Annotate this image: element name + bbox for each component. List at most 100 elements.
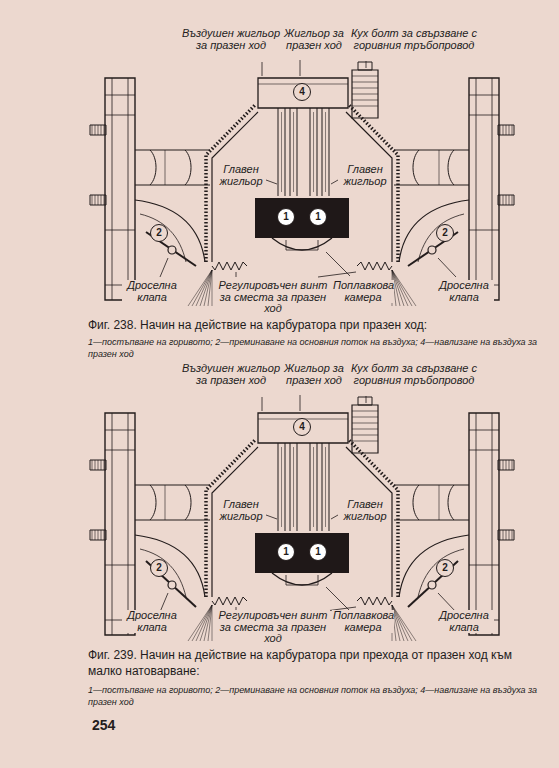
stroke bbox=[196, 270, 212, 306]
stroke bbox=[322, 108, 329, 196]
stroke bbox=[469, 95, 499, 96]
stroke bbox=[503, 195, 504, 205]
part-label: Жигльор за празен ход bbox=[282, 28, 346, 51]
part-label: Поплавкова камера bbox=[332, 610, 394, 633]
stroke bbox=[503, 460, 504, 470]
stroke bbox=[352, 82, 378, 83]
stroke bbox=[318, 272, 356, 277]
stroke bbox=[313, 112, 314, 192]
float-chamber bbox=[255, 198, 349, 238]
stroke bbox=[266, 180, 277, 184]
stroke bbox=[509, 195, 510, 205]
stroke bbox=[509, 125, 510, 135]
callout-number: 1 bbox=[309, 543, 327, 561]
figure-caption: Фиг. 239. Начин на действие на карбурато… bbox=[88, 648, 538, 679]
stroke bbox=[394, 150, 469, 185]
stroke bbox=[204, 270, 212, 306]
stroke bbox=[98, 460, 99, 470]
stroke bbox=[286, 240, 318, 250]
stroke bbox=[310, 108, 317, 196]
part-label: Главен жигльор bbox=[216, 499, 266, 522]
stroke bbox=[135, 535, 205, 597]
stroke bbox=[326, 252, 350, 276]
stroke bbox=[357, 597, 392, 605]
stroke bbox=[105, 78, 135, 300]
stroke bbox=[469, 230, 499, 231]
stroke bbox=[413, 485, 419, 520]
throttle-pivot bbox=[168, 246, 176, 254]
stroke bbox=[500, 530, 501, 540]
stroke bbox=[196, 605, 212, 641]
part-label: Дроселна клапа bbox=[434, 610, 494, 633]
caption-key: 1—постъпване на горивото; 2—преминаване … bbox=[88, 336, 538, 360]
stroke bbox=[503, 530, 504, 540]
stroke bbox=[160, 258, 168, 277]
part-label: Дроселна клапа bbox=[434, 280, 494, 303]
stroke bbox=[418, 549, 464, 597]
stroke bbox=[500, 125, 501, 135]
stroke bbox=[392, 605, 412, 641]
stroke bbox=[105, 413, 135, 635]
stroke bbox=[506, 530, 507, 540]
stroke bbox=[300, 395, 301, 411]
stroke bbox=[509, 530, 510, 540]
stroke bbox=[438, 258, 456, 277]
part-label: Въздушен жигльор за празен ход bbox=[180, 28, 282, 51]
callout-number: 4 bbox=[293, 418, 311, 436]
stroke bbox=[281, 447, 282, 527]
stroke bbox=[90, 195, 106, 205]
stroke bbox=[331, 515, 338, 519]
stroke bbox=[281, 112, 282, 192]
part-label: Регулировъчен винт за сместа за празен х… bbox=[216, 610, 330, 645]
stroke bbox=[112, 78, 113, 300]
callout-number: 2 bbox=[150, 224, 168, 242]
part-label: Главен жигльор bbox=[340, 164, 390, 187]
stroke bbox=[135, 485, 210, 520]
stroke bbox=[512, 125, 513, 135]
page-number: 254 bbox=[92, 718, 115, 733]
part-label: Регулировъчен винт за сместа за празен х… bbox=[216, 280, 330, 315]
stroke bbox=[439, 485, 440, 520]
part-label: Въздушен жигльор за празен ход bbox=[180, 363, 282, 386]
stroke bbox=[98, 195, 99, 205]
stroke bbox=[278, 443, 285, 531]
stroke bbox=[392, 270, 412, 306]
stroke bbox=[212, 597, 247, 605]
stroke bbox=[358, 397, 372, 405]
stroke bbox=[392, 605, 416, 641]
stroke bbox=[272, 238, 332, 250]
stroke bbox=[140, 549, 186, 597]
figure-caption: Фиг. 238. Начин на действие на карбурато… bbox=[88, 318, 538, 334]
stroke bbox=[258, 413, 348, 443]
stroke bbox=[476, 413, 477, 635]
stroke bbox=[150, 485, 156, 520]
stroke bbox=[286, 575, 318, 585]
part-label: Дроселна клапа bbox=[122, 280, 182, 303]
carburetor-figure bbox=[90, 60, 514, 306]
stroke bbox=[104, 195, 105, 205]
stroke bbox=[448, 485, 454, 520]
stroke bbox=[90, 125, 106, 135]
stroke bbox=[95, 460, 96, 470]
stroke bbox=[105, 450, 135, 451]
stroke bbox=[128, 78, 129, 300]
stroke bbox=[212, 270, 213, 306]
stroke bbox=[399, 200, 469, 262]
stroke bbox=[290, 443, 297, 531]
throttle-pivot bbox=[168, 581, 176, 589]
stroke bbox=[492, 78, 493, 300]
stroke bbox=[101, 460, 102, 470]
stroke bbox=[92, 125, 93, 135]
stroke bbox=[413, 150, 419, 185]
stroke bbox=[236, 272, 237, 277]
stroke bbox=[165, 150, 166, 185]
callout-number: 4 bbox=[293, 83, 311, 101]
throttle-pivot bbox=[428, 581, 436, 589]
stroke bbox=[185, 150, 191, 185]
stroke bbox=[150, 150, 156, 185]
stroke bbox=[352, 100, 378, 101]
stroke bbox=[506, 125, 507, 135]
stroke bbox=[262, 397, 263, 411]
stroke bbox=[272, 573, 332, 585]
stroke bbox=[266, 515, 277, 519]
